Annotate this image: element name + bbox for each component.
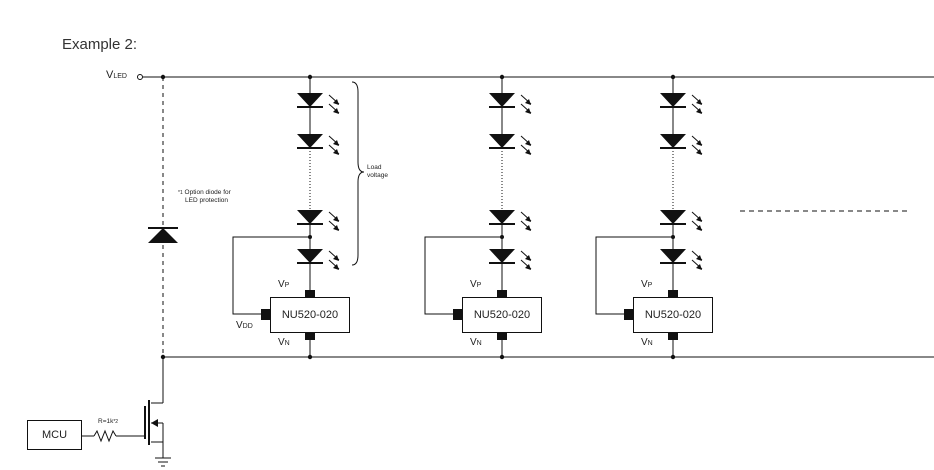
led-icon [660, 134, 703, 155]
diode-note-line1: Option diode for [184, 189, 231, 196]
led-icon [489, 134, 532, 155]
supply-terminal [137, 74, 143, 80]
led-icon [660, 210, 703, 231]
driver-chip-label: NU520-020 [644, 309, 702, 321]
vp-label: VP [641, 279, 653, 290]
led-strings [232, 77, 703, 360]
vn-label: VN [641, 337, 653, 348]
vn-label: VN [278, 337, 290, 348]
driver-chip-2: NU520-020 [462, 297, 542, 333]
supply-label: VLED [106, 69, 127, 81]
led-icon [489, 210, 532, 231]
load-voltage-line1: Load [367, 164, 382, 171]
driver-chip-3: NU520-020 [633, 297, 713, 333]
junction-dots [160, 74, 676, 360]
driver-chip-label: NU520-020 [473, 309, 531, 321]
led-icon [489, 249, 532, 270]
led-string-3 [595, 77, 703, 360]
wires [82, 74, 934, 467]
led-icon [297, 93, 340, 114]
led-icon [297, 249, 340, 270]
led-icon [489, 93, 532, 114]
mcu-block: MCU [27, 420, 82, 450]
led-string-2 [424, 77, 532, 360]
led-icon [297, 210, 340, 231]
page-title: Example 2: [62, 36, 138, 53]
diode-note-marker: *1 [178, 190, 183, 196]
diode-note: *1 Option diode for LED protection [178, 189, 231, 205]
diode-icon [148, 227, 178, 243]
led-icon [660, 249, 703, 270]
load-voltage-label: Load voltage [367, 164, 388, 180]
diode-note-line2: LED protection [185, 197, 228, 204]
load-voltage-line2: voltage [367, 172, 388, 179]
load-voltage-bracket [351, 81, 365, 266]
vp-label: VP [470, 279, 482, 290]
vdd-label: VDD [236, 320, 253, 331]
led-icon [297, 134, 340, 155]
resistor-marker: *2 [113, 419, 119, 425]
vn-label: VN [470, 337, 482, 348]
driver-chip-1: NU520-020 [270, 297, 350, 333]
mosfet-arrow-icon [151, 419, 158, 427]
ground-icon [155, 457, 171, 467]
vp-label: VP [278, 279, 290, 290]
resistor-label: R=1k*2 [98, 418, 119, 425]
led-icon [660, 93, 703, 114]
driver-chip-label: NU520-020 [281, 309, 339, 321]
led-string-1 [232, 77, 340, 360]
mcu-label: MCU [41, 429, 68, 441]
resistor-icon [93, 429, 117, 443]
